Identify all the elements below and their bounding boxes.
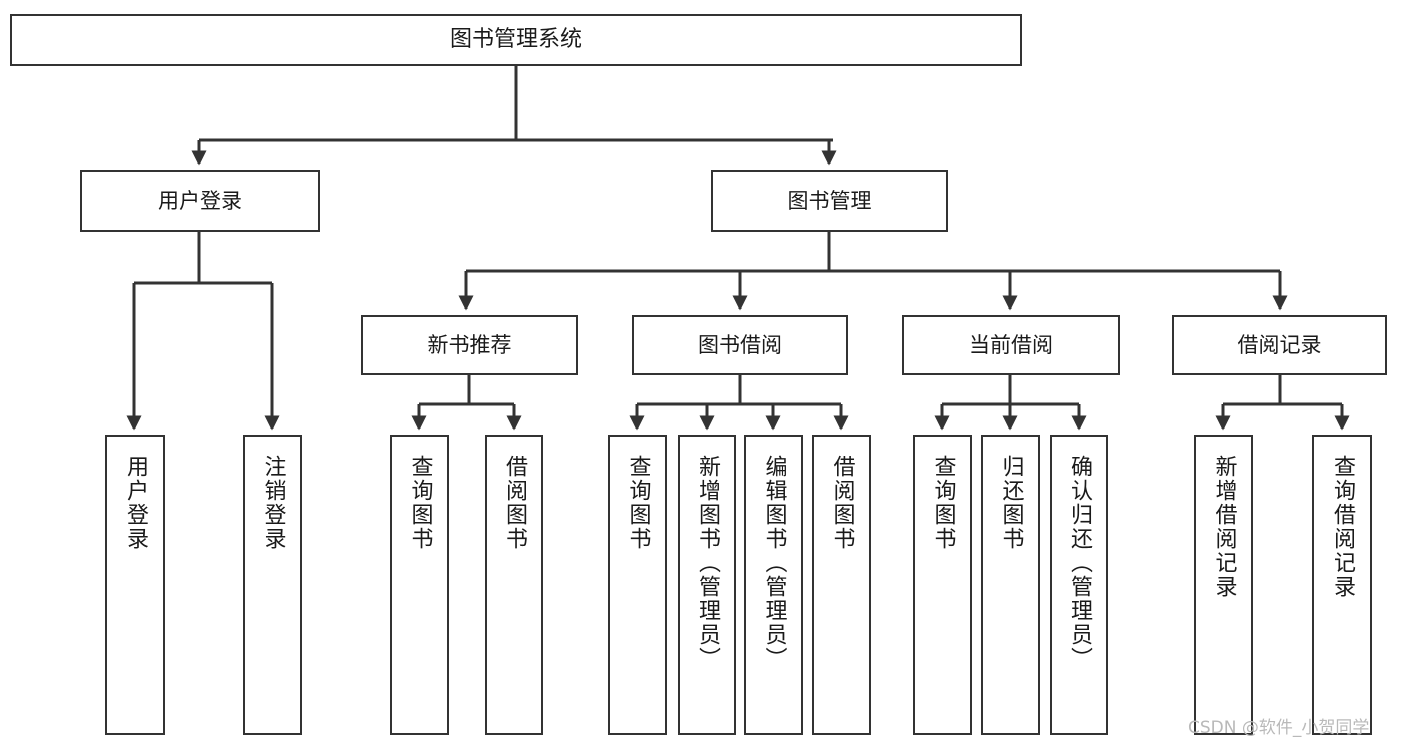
- node-leaf-user-login[interactable]: 用户登录: [105, 435, 165, 735]
- node-borrow-record-label: 借阅记录: [1237, 332, 1322, 357]
- node-leaf-add-book-label: 新增图书（管理员）: [695, 455, 720, 671]
- node-new-book-rec[interactable]: 新书推荐: [361, 315, 578, 375]
- node-leaf-query-record-label: 查询借阅记录: [1330, 455, 1355, 599]
- node-leaf-edit-book[interactable]: 编辑图书（管理员）: [744, 435, 803, 735]
- node-leaf-confirm-return-label: 确认归还（管理员）: [1067, 455, 1092, 671]
- node-current-borrow-label: 当前借阅: [969, 332, 1053, 357]
- node-leaf-query-book-rec-label: 查询图书: [407, 455, 433, 551]
- node-leaf-add-record-label: 新增借阅记录: [1211, 455, 1237, 599]
- node-leaf-query-book-borrow-label: 查询图书: [625, 455, 651, 551]
- node-leaf-query-book-rec[interactable]: 查询图书: [390, 435, 449, 735]
- node-book-manage-label: 图书管理: [787, 188, 872, 213]
- node-leaf-return-book[interactable]: 归还图书: [981, 435, 1040, 735]
- node-leaf-borrow-book-rec-label: 借阅图书: [502, 455, 527, 551]
- node-leaf-confirm-return[interactable]: 确认归还（管理员）: [1050, 435, 1108, 735]
- node-root[interactable]: 图书管理系统: [10, 14, 1022, 66]
- node-root-label: 图书管理系统: [449, 27, 582, 53]
- node-leaf-add-book[interactable]: 新增图书（管理员）: [678, 435, 736, 735]
- node-leaf-borrow-book-rec[interactable]: 借阅图书: [485, 435, 543, 735]
- node-leaf-edit-book-label: 编辑图书（管理员）: [761, 455, 787, 671]
- csdn-watermark: CSDN @软件_小贺同学: [1188, 718, 1370, 738]
- node-book-borrow[interactable]: 图书借阅: [632, 315, 848, 375]
- node-leaf-query-book-current-label: 查询图书: [930, 455, 956, 551]
- node-book-borrow-label: 图书借阅: [698, 332, 782, 357]
- node-borrow-record[interactable]: 借阅记录: [1172, 315, 1387, 375]
- node-leaf-return-book-label: 归还图书: [998, 455, 1024, 551]
- node-leaf-user-logout-label: 注销登录: [260, 455, 286, 551]
- node-new-book-rec-label: 新书推荐: [427, 332, 512, 357]
- node-leaf-query-book-borrow[interactable]: 查询图书: [608, 435, 667, 735]
- node-book-manage[interactable]: 图书管理: [711, 170, 948, 232]
- node-leaf-user-login-label: 用户登录: [123, 455, 148, 551]
- node-user-login-label: 用户登录: [158, 188, 242, 213]
- node-leaf-query-book-current[interactable]: 查询图书: [913, 435, 972, 735]
- node-leaf-add-record[interactable]: 新增借阅记录: [1194, 435, 1253, 735]
- node-leaf-borrow-book-label: 借阅图书: [829, 455, 855, 551]
- node-user-login[interactable]: 用户登录: [80, 170, 320, 232]
- node-current-borrow[interactable]: 当前借阅: [902, 315, 1120, 375]
- node-leaf-query-record[interactable]: 查询借阅记录: [1312, 435, 1372, 735]
- node-leaf-borrow-book[interactable]: 借阅图书: [812, 435, 871, 735]
- node-leaf-user-logout[interactable]: 注销登录: [243, 435, 302, 735]
